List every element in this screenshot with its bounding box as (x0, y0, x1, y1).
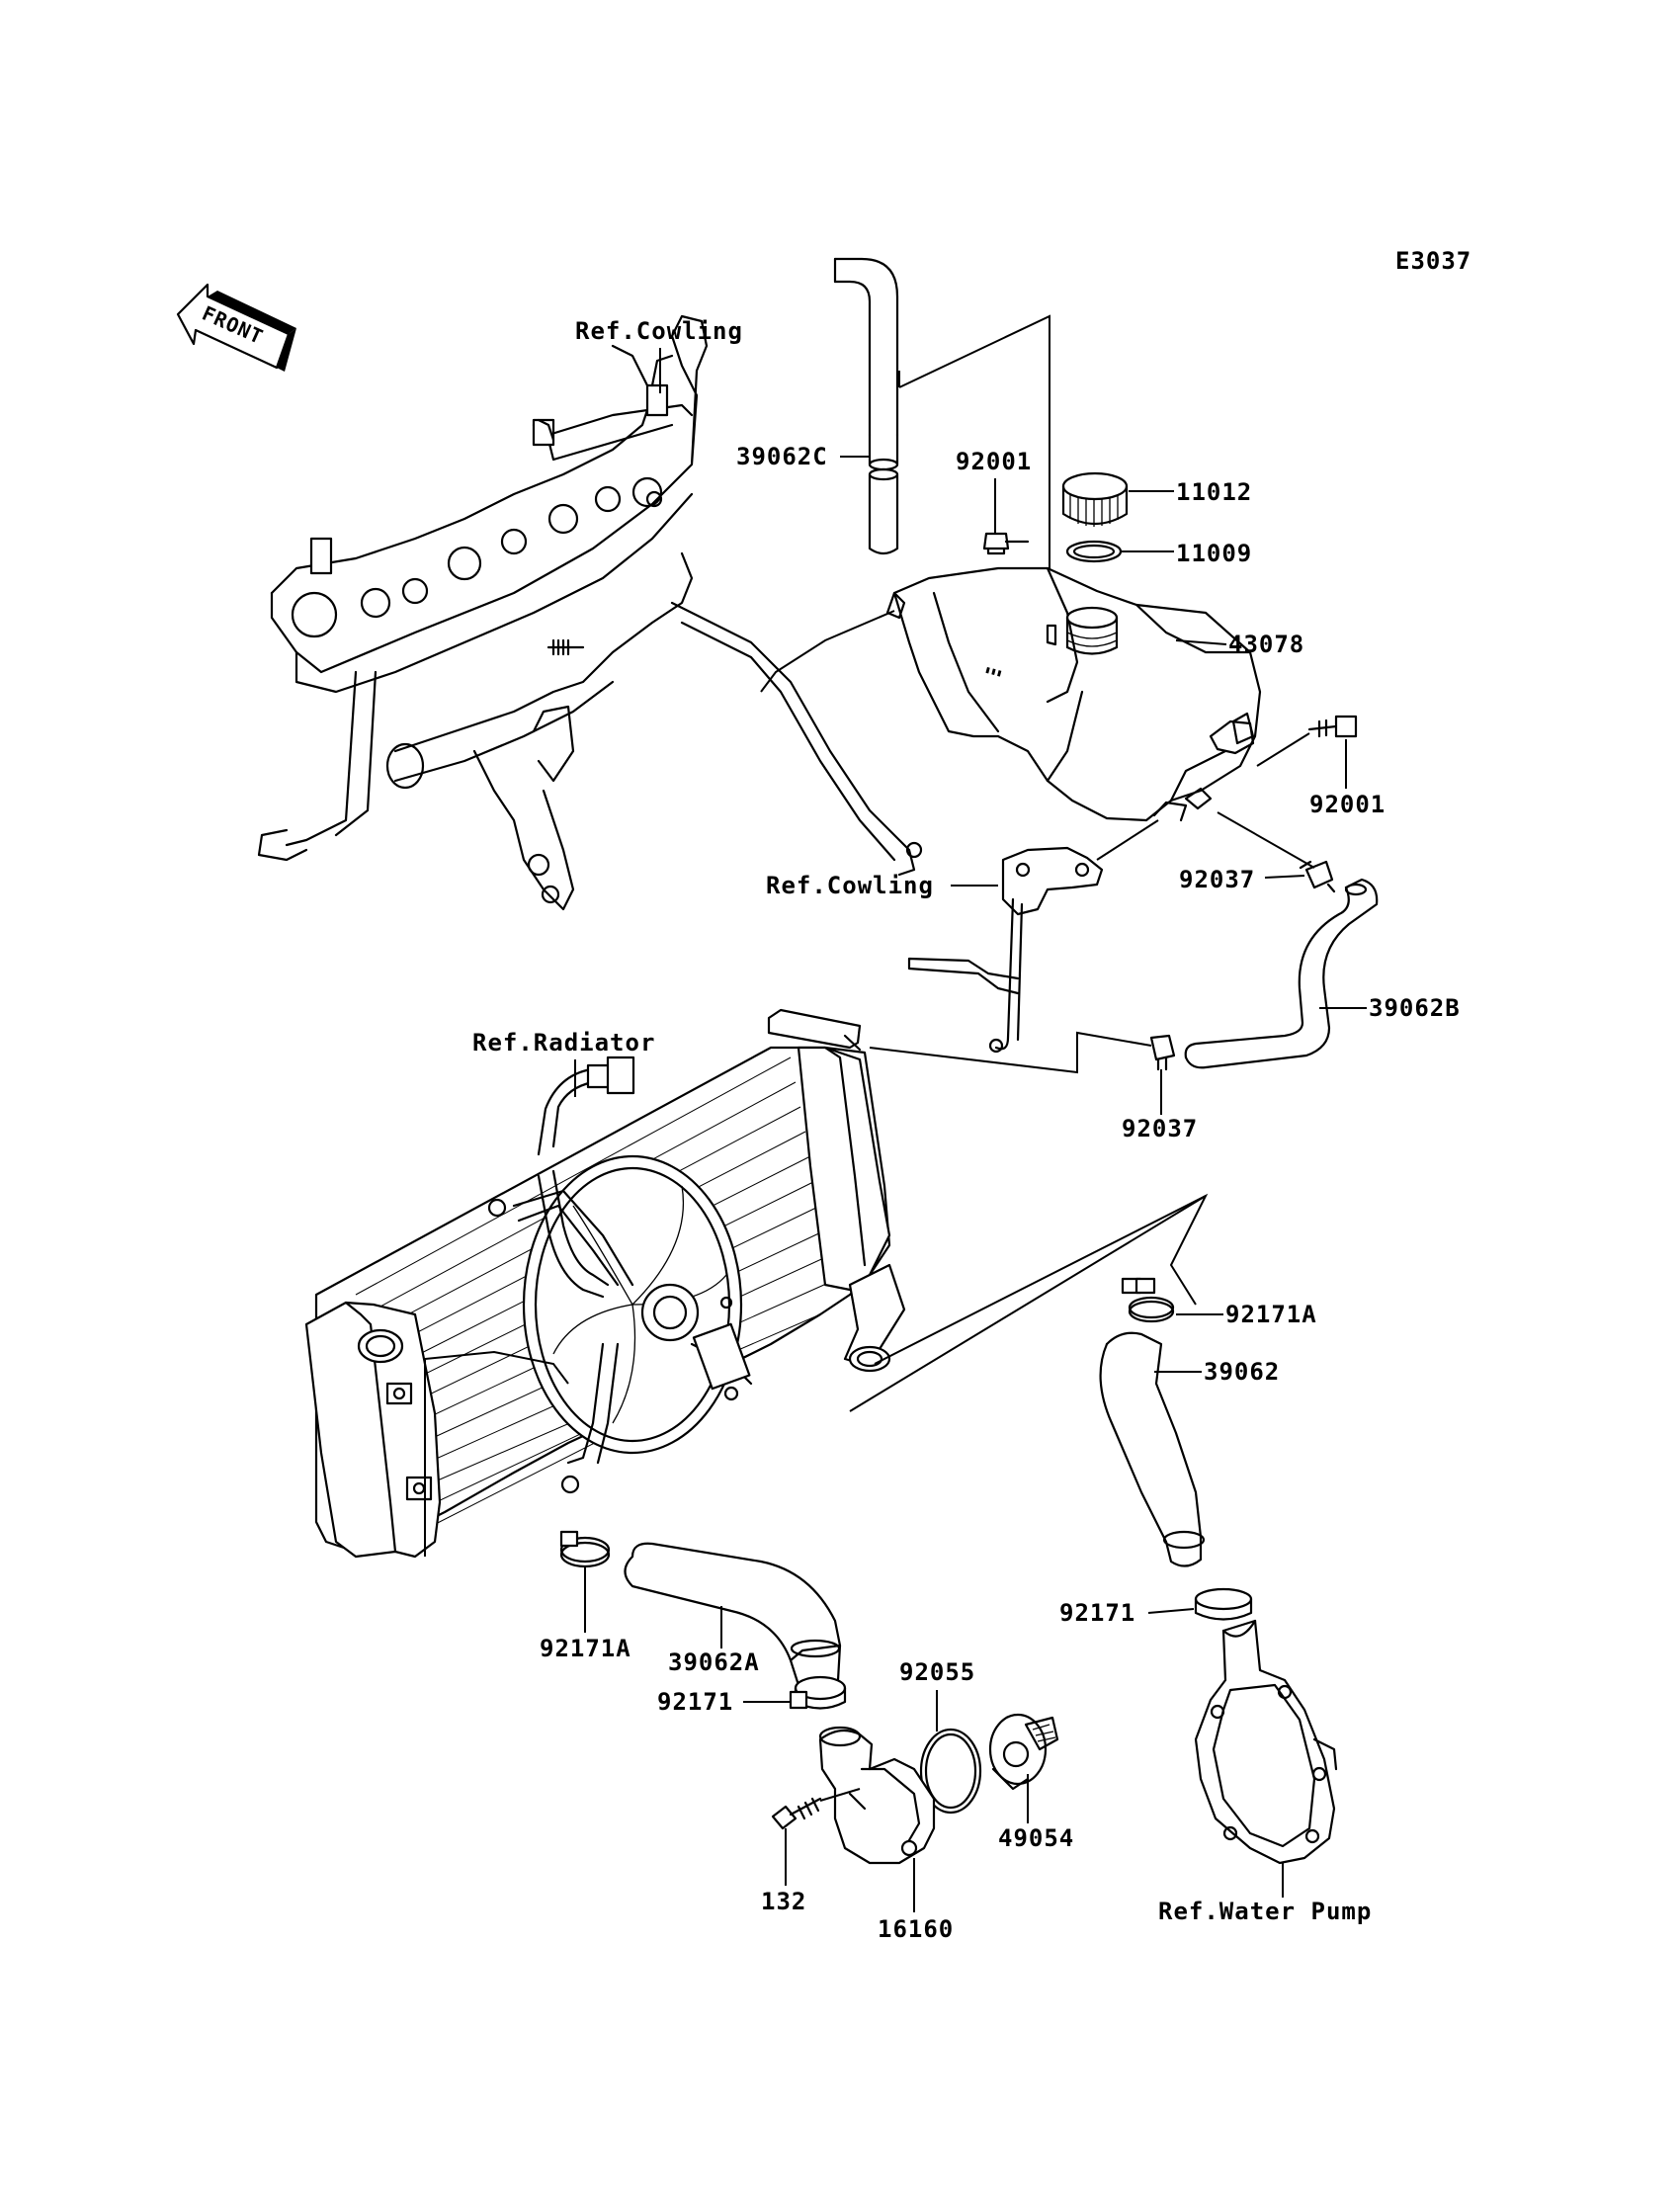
ref-water-pump-label: Ref.Water Pump (1158, 1898, 1372, 1925)
clamp-92037-upper-label: 92037 (1179, 866, 1255, 893)
clamp-92037-lower (1149, 1034, 1176, 1071)
clamp-92171A-right-label: 92171A (1225, 1301, 1317, 1328)
bolt-92001-right-label: 92001 (1309, 791, 1386, 818)
cover-16160-label: 16160 (878, 1915, 954, 1943)
clamp-92037-upper-leader (1264, 875, 1305, 879)
ref-cowling-mid-label: Ref.Cowling (766, 872, 934, 899)
subframe-bracket (257, 314, 923, 911)
front-arrow-icon: FRONT (176, 283, 296, 372)
right-hose-route-line (874, 1193, 1209, 1365)
hose-39062 (1099, 1331, 1206, 1567)
clamp-92171A-right (1121, 1277, 1175, 1323)
reserve-tank-43078: ▮▮▮ (885, 566, 1262, 822)
clamp-92171-left (789, 1675, 847, 1710)
clamp-92171-right-label: 92171 (1059, 1599, 1135, 1627)
cap-11012-label: 11012 (1176, 478, 1252, 506)
clamp-92037-lower-label: 92037 (1122, 1115, 1198, 1142)
hose-39062C (833, 257, 899, 555)
clamp-92171A-left-label: 92171A (540, 1635, 631, 1662)
thermostat-49054 (988, 1713, 1059, 1791)
bolt-92001-top (982, 532, 1030, 555)
tank-43078-label: 43078 (1228, 631, 1304, 658)
clamp-92171-right-leader (1147, 1608, 1195, 1614)
hose-39062B-label: 39062B (1369, 994, 1461, 1022)
clamp-92171-right (1194, 1587, 1253, 1621)
cowling-bracket (907, 846, 1104, 1054)
hose-39062-label: 39062 (1204, 1358, 1280, 1386)
tank-emboss-mark: ▮▮▮ (983, 664, 1003, 679)
ref-radiator-label: Ref.Radiator (472, 1029, 655, 1056)
hose-39062C-route-line (898, 314, 1050, 640)
thermostat-cover-16160 (818, 1726, 936, 1865)
tank-mount-leader (760, 610, 895, 693)
water-pump-housing (1194, 1619, 1338, 1865)
gasket-11009 (1065, 540, 1123, 563)
bolt-132-label: 132 (761, 1888, 806, 1915)
hose-39062B (1184, 878, 1379, 1069)
thermostat-49054-label: 49054 (998, 1824, 1074, 1852)
oring-92055-label: 92055 (899, 1658, 975, 1686)
reservoir-cap-11012 (1061, 471, 1129, 527)
gasket-11009-label: 11009 (1176, 540, 1252, 567)
bolt-92001-right (1307, 715, 1358, 738)
diagram-code: E3037 (1395, 247, 1471, 275)
hose-39062A-label: 39062A (668, 1648, 760, 1676)
left-hose-route-line (424, 1350, 569, 1557)
bolt-132 (771, 1797, 822, 1830)
clamp-92037-upper (1299, 860, 1336, 893)
clamp-92171A-left (559, 1530, 611, 1568)
radiator-fan-icon (487, 1056, 753, 1494)
clamp-92171-left-label: 92171 (657, 1688, 733, 1716)
ref-cowling-top-label: Ref.Cowling (575, 317, 743, 345)
hose-39062C-label: 39062C (736, 443, 828, 470)
overflow-route-line (869, 1031, 1152, 1074)
oring-92055 (919, 1728, 982, 1815)
bolt-92001-top-label: 92001 (956, 448, 1032, 475)
tank-43078-leader (1175, 639, 1227, 645)
